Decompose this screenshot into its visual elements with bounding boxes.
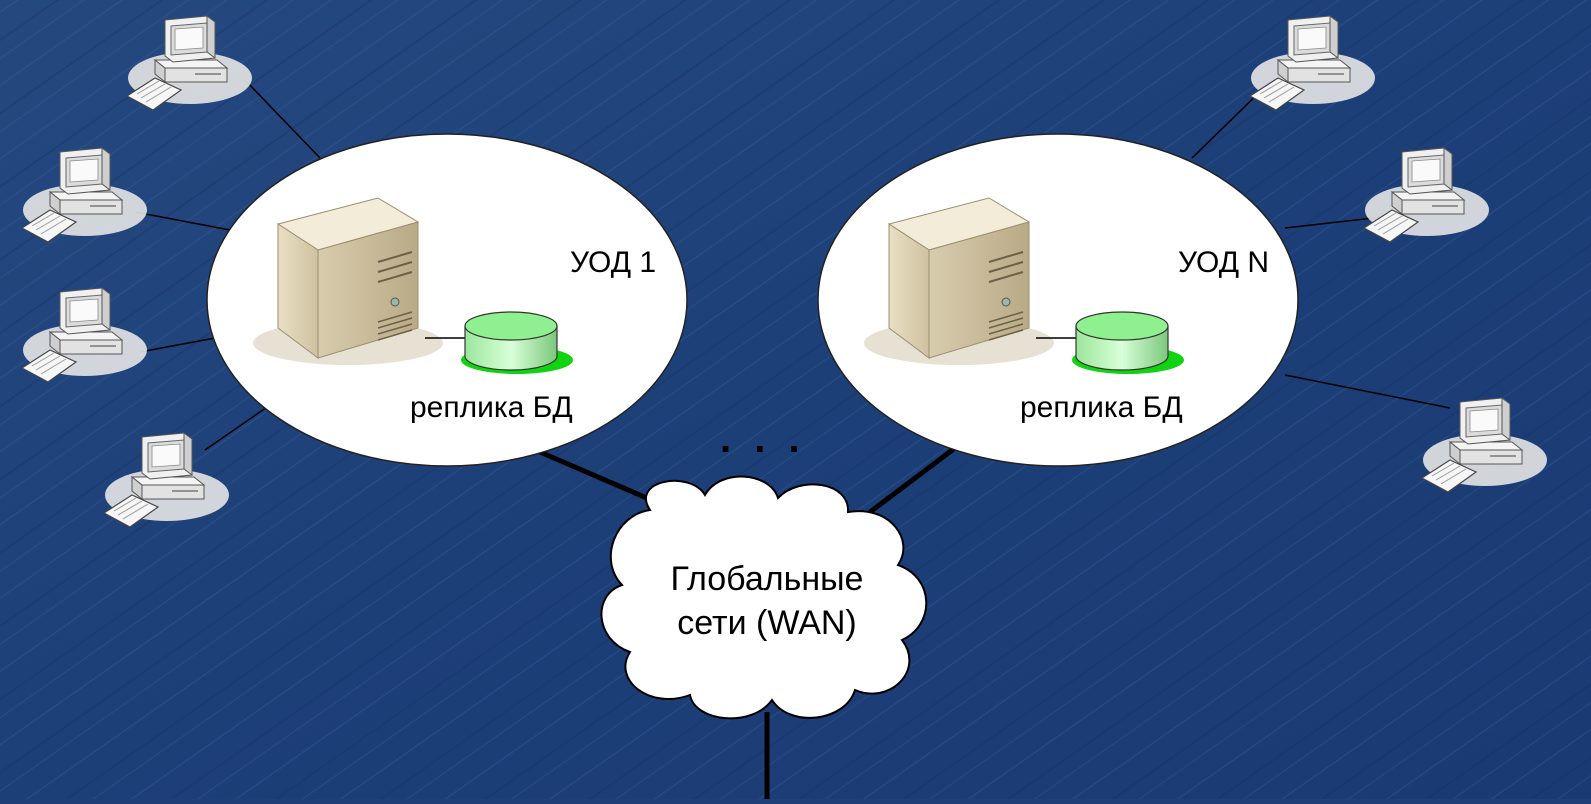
site-n-label: УОД N bbox=[1178, 246, 1269, 279]
site-1-label: УОД 1 bbox=[570, 246, 656, 279]
site-n: УОД N реплика БД bbox=[817, 133, 1299, 467]
sites-ellipsis: . . . bbox=[720, 417, 806, 461]
wan-label-line1: Глобальные bbox=[671, 560, 864, 598]
site-n-replica-label: реплика БД bbox=[1020, 391, 1183, 424]
server-icon bbox=[252, 197, 444, 366]
server-icon bbox=[863, 197, 1055, 366]
site-1-replica-label: реплика БД bbox=[410, 391, 573, 424]
site-1: УОД 1 реплика БД bbox=[206, 133, 688, 467]
wan-label-line2: сети (WAN) bbox=[677, 604, 857, 642]
cloud-icon: Глобальные сети (WAN) bbox=[600, 475, 928, 720]
